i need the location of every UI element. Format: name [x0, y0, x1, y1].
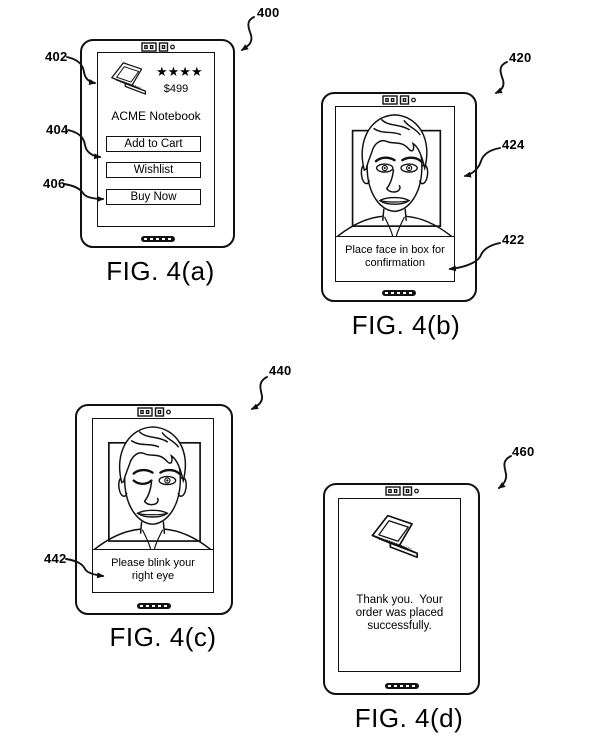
- instruction-message: Please blink your right eye: [93, 549, 213, 592]
- price-label: $499: [163, 83, 189, 95]
- face-drawing: [336, 113, 453, 236]
- laptop-confirmation-icon: [371, 514, 419, 559]
- home-button: [140, 236, 175, 242]
- ref-442: 442: [44, 551, 67, 566]
- ref-arrow-460: [497, 455, 512, 489]
- message-line: Place face in box for: [345, 244, 445, 256]
- winking-face-drawing: [93, 425, 212, 549]
- ref-406: 406: [43, 176, 66, 191]
- fig4a-tablet-device: ★★★★ $499 ACME Notebook Add to Cart Wish…: [80, 39, 235, 248]
- front-camera-sensor-icon: [137, 407, 171, 417]
- message-line: successfully.: [367, 620, 432, 632]
- fig4d-tablet-device: Thank you. Your order was placed success…: [323, 483, 480, 695]
- fig4d-screen: Thank you. Your order was placed success…: [338, 498, 461, 672]
- message-line: Thank you. Your: [356, 594, 443, 606]
- add-to-cart-button: Add to Cart: [106, 136, 201, 152]
- fig4c-caption: FIG. 4(c): [109, 622, 217, 652]
- fig4b-screen: Place face in box for confirmation: [335, 106, 455, 282]
- home-button: [384, 683, 419, 689]
- ref-424: 424: [502, 137, 525, 152]
- product-name-label: ACME Notebook: [111, 109, 201, 123]
- star-rating: ★★★★: [156, 64, 203, 79]
- ref-arrow-440: [250, 376, 268, 410]
- ref-arrow-420: [494, 61, 508, 94]
- front-camera-sensor-icon: [140, 42, 175, 52]
- fig4a-caption: FIG. 4(a): [106, 256, 215, 286]
- ref-420: 420: [509, 50, 532, 65]
- front-camera-sensor-icon: [382, 95, 416, 105]
- fig4c-tablet-device: Please blink your right eye: [75, 404, 233, 615]
- ref-402: 402: [45, 49, 68, 64]
- winking-eye: [132, 479, 153, 486]
- ref-440: 440: [269, 363, 292, 378]
- fig4b-tablet-device: Place face in box for confirmation: [321, 92, 477, 302]
- fig4a-screen: ★★★★ $499 ACME Notebook Add to Cart Wish…: [97, 52, 215, 227]
- fig4d-caption: FIG. 4(d): [354, 703, 464, 733]
- instruction-message: Place face in box for confirmation: [336, 236, 454, 281]
- home-button: [382, 290, 416, 296]
- ref-460: 460: [512, 444, 535, 459]
- front-camera-sensor-icon: [384, 486, 419, 496]
- ref-422: 422: [502, 232, 525, 247]
- confirmation-message: Thank you. Your order was placed success…: [339, 594, 460, 633]
- fig4b-caption: FIG. 4(b): [351, 310, 461, 340]
- message-line: confirmation: [365, 256, 425, 269]
- buy-now-button: Buy Now: [106, 189, 201, 205]
- home-button: [137, 603, 171, 609]
- message-line: Please blink your: [111, 557, 195, 569]
- message-line: order was placed: [355, 607, 444, 619]
- ref-404: 404: [46, 122, 69, 137]
- wishlist-button: Wishlist: [106, 162, 201, 178]
- laptop-product-icon: [111, 62, 147, 95]
- ref-arrow-400: [240, 16, 255, 51]
- fig4c-screen: Please blink your right eye: [92, 418, 214, 593]
- message-line: right eye: [131, 569, 175, 582]
- ref-400: 400: [257, 5, 280, 20]
